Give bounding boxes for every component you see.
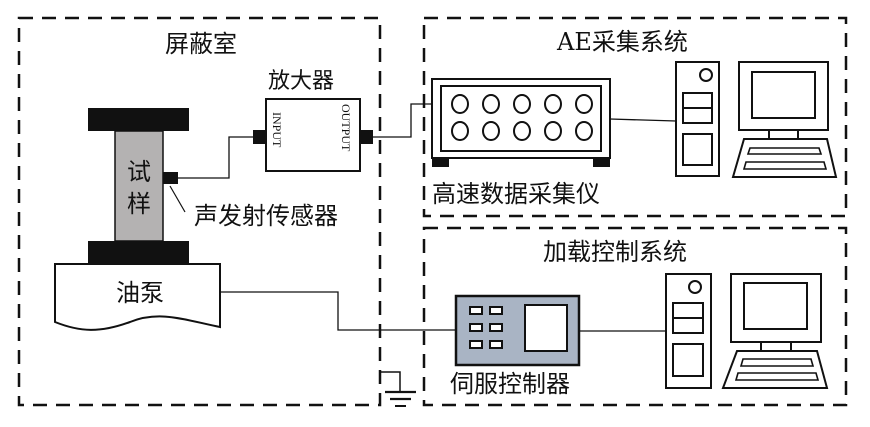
amplifier-input-port [253,130,266,144]
specimen [114,130,164,242]
ae-monitor-screen [751,71,816,119]
servo-button [489,323,503,332]
load-keyboard-row-1 [739,358,815,367]
load-computer-power-button [688,280,702,294]
amplifier [265,98,361,172]
specimen-label-2: 样 [127,190,151,218]
daq-channel-connector [513,121,531,141]
ae-computer [675,61,838,178]
ae-computer-drive-1 [682,92,713,109]
daq-label: 高速数据采集仪 [432,180,600,208]
servo-button [469,323,483,332]
amplifier-output-label: OUTPUT [339,104,353,152]
servo-button [469,306,483,315]
pump-servo-wire [220,291,456,331]
bottom-platen [88,241,189,264]
daq-channel-connector [451,94,469,114]
specimen-label-1: 试 [127,158,151,186]
load-computer [665,273,829,389]
daq-channel-connector [575,121,593,141]
servo-button [489,340,503,349]
daq-foot-right [593,158,610,167]
top-platen [88,108,189,131]
load-system-box [422,226,848,407]
oil-pump-label: 油泵 [116,279,164,307]
shield-room-box [17,16,382,407]
servo-button [489,306,503,315]
daq-channel-connector [513,94,531,114]
daq-channel-connector [575,94,593,114]
load-keyboard [721,350,829,389]
ae-system-box [422,16,848,218]
sensor-label: 声发射传感器 [194,202,338,230]
load-computer-drive-2 [672,317,704,334]
ae-computer-drive-2 [682,107,713,124]
servo-buttons [469,306,503,349]
daq-channels [451,94,593,141]
ae-keyboard-row-1 [746,147,823,155]
ae-monitor-stand [768,129,799,140]
load-monitor-stand [760,341,792,352]
daq-channel-connector [451,121,469,141]
ae-keyboard-row-2 [742,161,828,170]
servo-label: 伺服控制器 [450,370,570,398]
daq-computer-wire [609,118,677,122]
amplifier-input-label: INPUT [270,112,284,148]
ae-computer-bay [682,133,713,166]
amplifier-label: 放大器 [268,69,334,94]
ae-sensor [163,172,178,184]
daq-channel-connector [482,121,500,141]
load-keyboard-row-2 [734,372,820,381]
sensor-leader-line [169,185,186,213]
ae-system-label: AE采集系统 [556,28,688,56]
daq-channel-connector [544,94,562,114]
servo-display [524,304,568,352]
servo-button [469,340,483,349]
load-monitor-screen [743,282,808,330]
sensor-amplifier-wire [178,136,253,179]
ground-icon [380,371,416,407]
oil-pump [54,263,221,331]
amplifier-output-port [360,130,373,144]
shield-room-label: 屏蔽室 [165,30,237,58]
ae-computer-power-button [699,68,713,82]
load-computer-bay [672,343,704,377]
daq-channel-connector [544,121,562,141]
load-system-label: 加载控制系统 [543,238,687,266]
daq-channel-connector [482,94,500,114]
daq-foot-left [432,158,449,167]
load-computer-drive-1 [672,302,704,319]
ae-keyboard [731,138,838,178]
